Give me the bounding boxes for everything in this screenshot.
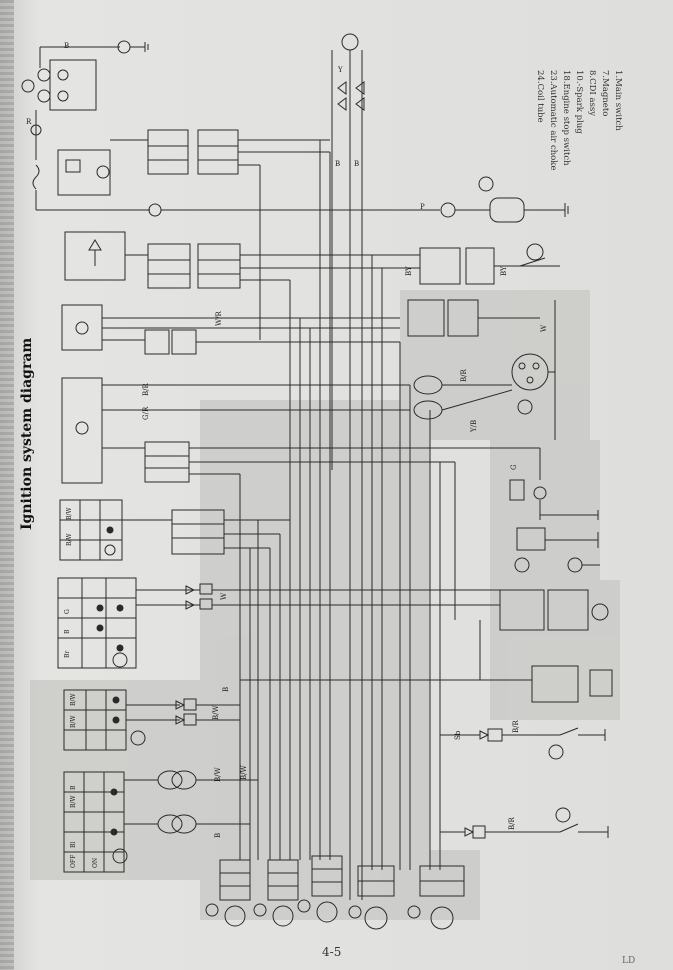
table-header: B/W — [70, 693, 77, 706]
cdi-connector — [102, 441, 600, 573]
wire-label: W/R — [215, 311, 223, 326]
table-header: ON — [92, 857, 99, 868]
table-header: Bl — [70, 841, 77, 848]
table-header: B/W — [70, 795, 77, 808]
table-header: B — [64, 629, 71, 634]
diagram-title: Ignition system diagram — [19, 337, 35, 530]
table-header: B/W — [70, 715, 77, 728]
legend-item: 24.Coil tube — [535, 70, 545, 123]
switch-table-3 — [63, 665, 613, 751]
switch-table-4 — [63, 770, 258, 873]
battery-section — [21, 40, 149, 210]
wire-label: Sb — [454, 730, 462, 740]
legend-item: 7.Magneto — [600, 70, 610, 117]
wire-label: B — [335, 160, 341, 168]
regulator-block — [64, 231, 560, 289]
cdi-magneto — [61, 299, 556, 484]
corner-mark: LD — [622, 956, 636, 966]
table-header: OFF — [70, 854, 77, 868]
legend-item: 23.Automatic air choke — [548, 70, 558, 171]
bottom-connectors — [205, 855, 465, 930]
wire-label: B — [354, 160, 360, 168]
table-header: Br — [64, 650, 71, 658]
shaded-regions — [30, 290, 620, 920]
wire-label: W — [220, 592, 228, 600]
wire-label: B/W — [214, 767, 222, 782]
plug-connector-top — [331, 33, 365, 900]
right-switches — [440, 257, 609, 839]
wire-label: G — [510, 464, 518, 470]
legend-item: 1.Main switch — [613, 70, 623, 131]
wire-label: B/W — [212, 705, 220, 720]
wire-label: B — [214, 832, 222, 838]
wire-label: G/R — [142, 406, 150, 420]
vertical-trunks — [239, 140, 481, 870]
switch-table-2 — [57, 577, 609, 669]
wire-label: P — [420, 203, 425, 211]
book-spine-shadow — [0, 0, 14, 970]
top-connectors — [110, 129, 330, 340]
wire-label: B/R — [508, 817, 516, 830]
wire-label: Y — [338, 66, 343, 74]
wire-label: B/R — [460, 369, 468, 382]
switch-table-1 — [59, 499, 290, 561]
wire-label: B/W — [240, 765, 248, 780]
table-header: G — [64, 609, 71, 614]
component-legend: 1.Main switch 7.Magneto 8.CDI assy 10.-S… — [533, 70, 624, 170]
table-header: B — [70, 785, 77, 790]
wire-label: BY — [500, 266, 508, 276]
wire-label: B — [64, 42, 70, 50]
wire-label: B — [222, 686, 230, 692]
wire-label: B/R — [512, 720, 520, 733]
page-number: 4-5 — [322, 945, 342, 959]
wire-label: W — [540, 324, 548, 332]
legend-item: 18.Engine stop switch — [561, 70, 571, 166]
wire-label: Y/B — [470, 419, 478, 432]
table-header: B/W — [66, 507, 73, 520]
legend-item: 10.-Spark plug — [574, 70, 584, 134]
wire-label: B/R — [142, 383, 150, 396]
relay-block — [36, 149, 569, 223]
legend-item: 8.CDI assy — [587, 70, 597, 117]
wire-label: R — [26, 118, 32, 126]
wire-label: BY — [405, 266, 413, 276]
table-header: B/W — [66, 533, 73, 546]
